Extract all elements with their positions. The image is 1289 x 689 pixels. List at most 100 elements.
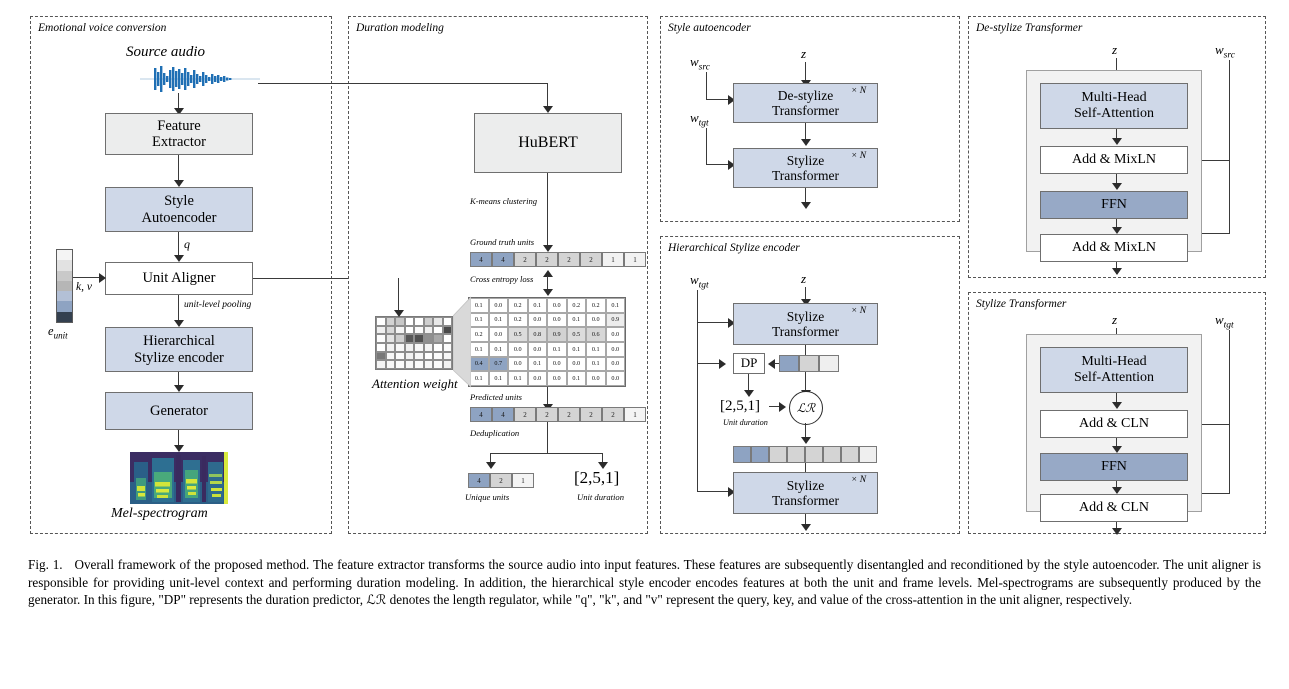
block-generator[interactable]: Generator: [105, 392, 253, 430]
matrix-cell: 0.0: [586, 312, 606, 328]
block-add-mixln-2[interactable]: Add & MixLN: [1040, 234, 1188, 262]
edge-dedup-split: [490, 453, 603, 455]
matrix-cell: 0.1: [488, 342, 508, 357]
matrix-cell: 0.1: [469, 312, 489, 328]
attention-cell: [423, 317, 433, 326]
edge-wtgt-st-spine: [1229, 330, 1231, 494]
arrow-z-to-stylize-top: [801, 299, 811, 306]
sequence-ground-truth-units: 4 4 2 2 2 2 1 1: [470, 252, 646, 267]
label-z-st: z: [1112, 312, 1118, 327]
eunit-subscript: unit: [53, 330, 68, 341]
matrix-cell: 0.0: [605, 342, 625, 357]
edge-wtgt-down: [706, 128, 708, 165]
mel-spectrogram-label: Mel-spectrogram: [111, 506, 208, 521]
attention-cell: [423, 351, 433, 361]
edge-feature-to-style: [178, 155, 180, 182]
edge-hier-to-generator: [178, 372, 180, 387]
arrow-mhsa-to-addcln1: [1112, 402, 1122, 409]
edge-addcln1-to-ffn: [1116, 438, 1118, 450]
gt-unit-cell: 4: [470, 252, 492, 267]
block-hubert[interactable]: HuBERT: [474, 113, 622, 173]
edge-wtgt-hse-dp: [697, 363, 722, 365]
matrix-cell: 0.0: [566, 356, 586, 372]
matrix-cell: 0.1: [488, 312, 508, 328]
block-add-cln-1-label: Add & CLN: [1079, 416, 1149, 432]
block-length-regulator[interactable]: ℒℛ: [789, 391, 823, 425]
matrix-cell: 0.0: [605, 371, 625, 386]
unit-level-cell: [799, 355, 819, 372]
wtgt-hse-subscript: tgt: [698, 280, 709, 291]
edge-addnorm1-to-ffn-dst: [1116, 174, 1118, 186]
block-dp[interactable]: DP: [733, 353, 765, 374]
arrow-hubert-to-gt: [543, 245, 553, 252]
arrow-lr-down: [801, 437, 811, 444]
attention-cell: [423, 360, 433, 369]
edge-wsrc-dst-spine: [1229, 60, 1231, 234]
panel-title-stylize-transformer: Stylize Transformer: [976, 298, 1067, 310]
gt-unit-cell: 2: [536, 252, 558, 267]
attention-cell: [404, 360, 414, 369]
sequence-predicted-units: 4 4 2 2 2 2 2 1: [470, 407, 646, 422]
label-wtgt-hse: wtgt: [690, 272, 709, 291]
label-predicted-units: Predicted units: [470, 392, 522, 402]
attention-cell: [385, 351, 395, 361]
attention-cell: [385, 325, 395, 335]
attention-cell: [395, 360, 405, 369]
block-add-cln-1[interactable]: Add & CLN: [1040, 410, 1188, 438]
pred-unit-cell: 2: [536, 407, 558, 422]
frame-level-cell: [841, 446, 859, 463]
arrow-feature-to-style: [174, 180, 184, 187]
block-add-mixln-1[interactable]: Add & MixLN: [1040, 146, 1188, 174]
sequence-frame-level: [733, 446, 877, 463]
matrix-cell: 0.1: [488, 371, 508, 386]
block-ffn-dst[interactable]: FFN: [1040, 191, 1188, 219]
attention-cell: [442, 334, 452, 343]
edge-wtgt-hse-spine: [697, 290, 699, 492]
edge-stylize-out-sae: [805, 188, 807, 204]
label-kmeans-clustering: K-means clustering: [470, 196, 538, 206]
attention-cell: [433, 360, 443, 369]
arrow-mhsa-to-addnorm1-dst: [1112, 138, 1122, 145]
source-audio-label: Source audio: [126, 44, 206, 60]
edge-label-kv: k, v: [76, 281, 92, 293]
label-unit-duration-hse: Unit duration: [723, 418, 768, 427]
arrow-wsrc-into-destylize: [728, 95, 735, 105]
attention-cell: [376, 360, 386, 369]
edge-dp-down: [748, 374, 750, 392]
block-add-cln-2[interactable]: Add & CLN: [1040, 494, 1188, 522]
matrix-cell: 0.1: [527, 356, 547, 372]
attention-cell: [404, 334, 414, 343]
arrow-wtgt-into-dp: [719, 359, 726, 369]
attention-cell: [414, 360, 424, 369]
attention-weight-heatmap: [375, 316, 453, 370]
block-ffn-st[interactable]: FFN: [1040, 453, 1188, 481]
figure-caption: Fig. 1. Overall framework of the propose…: [28, 556, 1261, 609]
matrix-cell: 0.7: [488, 356, 508, 372]
sequence-unique-units: 4 2 1: [468, 473, 534, 488]
arrow-addcln1-to-ffn: [1112, 446, 1122, 453]
attention-cell: [404, 325, 414, 335]
edge-dedup-right: [602, 453, 604, 464]
gt-unit-cell: 2: [558, 252, 580, 267]
attention-cell: [376, 317, 386, 326]
figure-caption-label: Fig. 1.: [28, 557, 63, 572]
label-wtgt-sae: wtgt: [690, 110, 709, 129]
eunit-color-column: [56, 249, 73, 323]
block-unit-aligner[interactable]: Unit Aligner: [105, 262, 253, 295]
attention-cell: [433, 334, 443, 343]
arrow-eunit-to-unitaligner: [99, 273, 106, 283]
matrix-cell: 0.0: [488, 327, 508, 342]
pred-unit-cell: 4: [492, 407, 514, 422]
